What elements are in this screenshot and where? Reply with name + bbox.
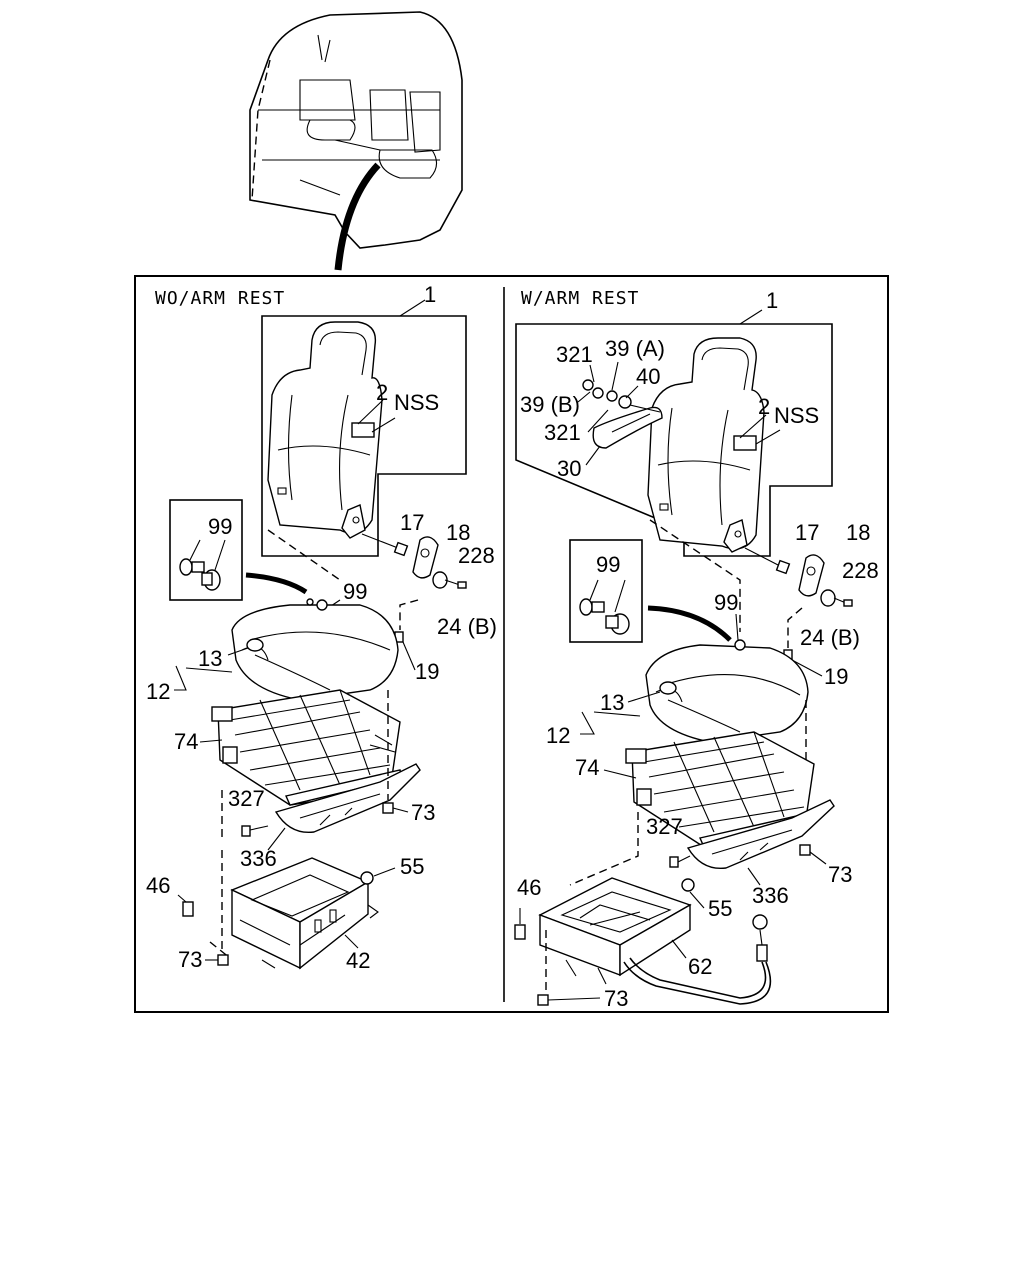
callout-99-inset-left: 99 bbox=[208, 514, 232, 539]
seat-back-armrest-assembly-box bbox=[515, 323, 833, 557]
callout-18-left: 18 bbox=[446, 520, 470, 545]
callout-nss-right: NSS bbox=[774, 403, 819, 428]
callout-62-right: 62 bbox=[688, 954, 712, 979]
callout-12-left: 12 bbox=[146, 679, 170, 704]
callout-17-right: 17 bbox=[795, 520, 819, 545]
callout-99-left: 99 bbox=[343, 579, 367, 604]
panel-title-left: WO/ARM REST bbox=[155, 288, 285, 309]
cab-overview-illustration bbox=[249, 11, 463, 271]
callout-30-right: 30 bbox=[557, 456, 581, 481]
seat-back-right bbox=[647, 337, 765, 553]
panel-title-right: W/ARM REST bbox=[521, 288, 639, 309]
seat-cushion-right bbox=[645, 639, 809, 743]
seat-back-hardware-right bbox=[744, 547, 853, 661]
callout-46-left: 46 bbox=[146, 873, 170, 898]
callout-73b-right: 73 bbox=[604, 986, 628, 1011]
callout-1-right: 1 bbox=[766, 288, 778, 313]
callout-1-left: 1 bbox=[424, 282, 436, 307]
callout-327-left: 327 bbox=[228, 786, 265, 811]
callout-17-left: 17 bbox=[400, 510, 424, 535]
left-panel: WO/ARM REST 1 2 NSS bbox=[146, 282, 497, 973]
side-cover-336-left bbox=[274, 763, 421, 834]
callout-73a-left: 73 bbox=[411, 800, 435, 825]
callout-2-right: 2 bbox=[758, 394, 770, 419]
callout-228-left: 228 bbox=[458, 543, 495, 568]
callout-321b-right: 321 bbox=[544, 420, 581, 445]
callout-336-right: 336 bbox=[752, 883, 789, 908]
inset-box-99-left bbox=[169, 499, 243, 601]
side-cover-336-right bbox=[686, 799, 835, 870]
callout-13-right: 13 bbox=[600, 690, 624, 715]
callout-nss-left: NSS bbox=[394, 390, 439, 415]
callout-39a-right: 39 (A) bbox=[605, 336, 665, 361]
ground-cable bbox=[623, 914, 772, 1005]
callout-321a-right: 321 bbox=[556, 342, 593, 367]
callout-24b-left: 24 (B) bbox=[437, 614, 497, 639]
seat-back bbox=[267, 321, 383, 539]
seat-cushion bbox=[231, 598, 399, 701]
callout-24b-right: 24 (B) bbox=[800, 625, 860, 650]
callout-327-right: 327 bbox=[646, 814, 683, 839]
callout-228-right: 228 bbox=[842, 558, 879, 583]
seat-base-42-left bbox=[230, 857, 379, 970]
armrest-30 bbox=[592, 406, 663, 449]
callout-55-right: 55 bbox=[708, 896, 732, 921]
callout-13-left: 13 bbox=[198, 646, 222, 671]
callout-18-right: 18 bbox=[846, 520, 870, 545]
callout-42-left: 42 bbox=[346, 948, 370, 973]
callout-19-right: 19 bbox=[824, 664, 848, 689]
callout-73b-left: 73 bbox=[178, 947, 202, 972]
seat-base-62-right bbox=[538, 877, 692, 985]
callout-73a-right: 73 bbox=[828, 862, 852, 887]
callout-19-left: 19 bbox=[415, 659, 439, 684]
callout-336-left: 336 bbox=[240, 846, 277, 871]
seat-back-assembly-box bbox=[261, 315, 467, 557]
callout-2-left: 2 bbox=[376, 380, 388, 405]
diagram-frame bbox=[134, 275, 889, 1013]
seat-frame-left bbox=[211, 689, 403, 806]
callout-99-inset-right: 99 bbox=[596, 552, 620, 577]
callout-74-right: 74 bbox=[575, 755, 599, 780]
callout-12-right: 12 bbox=[546, 723, 570, 748]
right-panel: W/ARM REST 1 2 NSS 321 39 (A) bbox=[514, 288, 879, 1011]
clip-detail-99-left bbox=[179, 539, 226, 591]
seat-back-hardware bbox=[361, 533, 467, 643]
clip-detail-99-right bbox=[579, 579, 630, 635]
callout-99-right: 99 bbox=[714, 590, 738, 615]
inset-box-99-right bbox=[569, 539, 643, 643]
callout-39b-right: 39 (B) bbox=[520, 392, 580, 417]
callout-55-left: 55 bbox=[400, 854, 424, 879]
callout-46-right: 46 bbox=[517, 875, 541, 900]
callout-40-right: 40 bbox=[636, 364, 660, 389]
callout-74-left: 74 bbox=[174, 729, 198, 754]
